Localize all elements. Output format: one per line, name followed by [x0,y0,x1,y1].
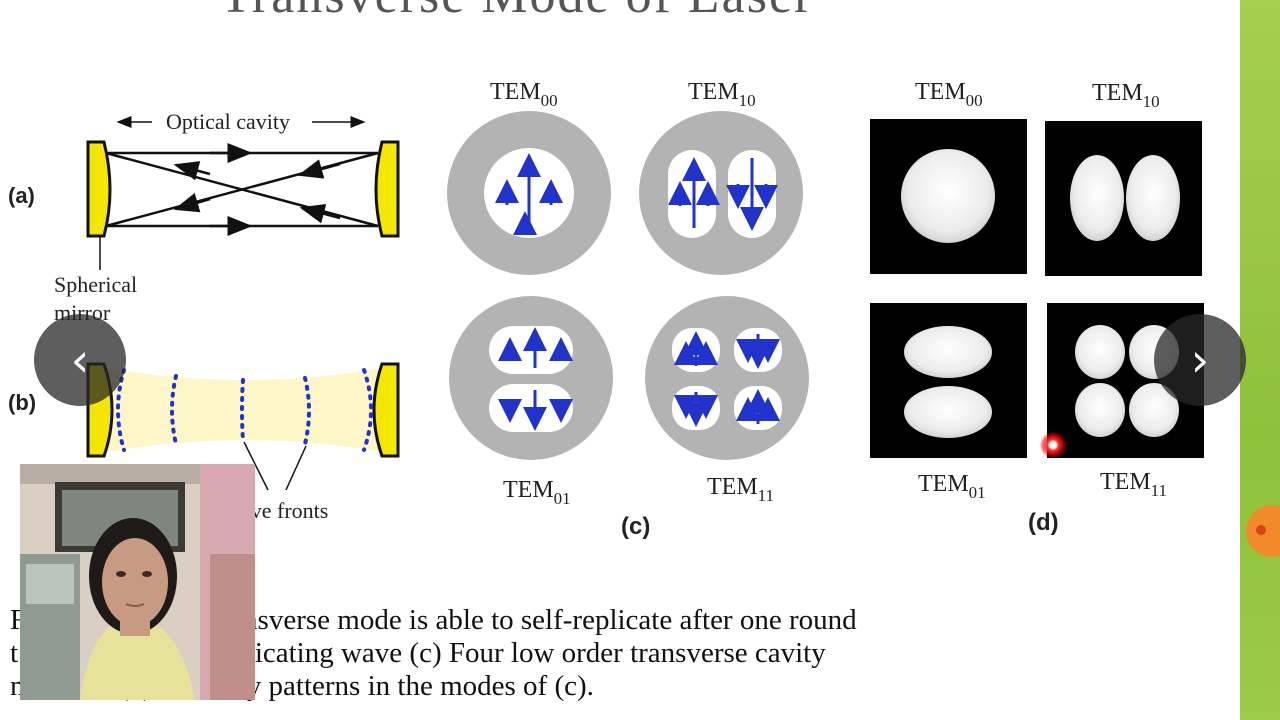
fig-b-wavefronts: (b) Wave fronts [8,362,400,523]
fig-d-mode-10-label: TEM10 [1092,80,1160,111]
presenter-video-frame [20,464,255,700]
ring-tem10 [639,111,803,275]
fig-c-field-modes: TEM00 TEM10 [447,79,809,540]
fig-d-intensity-patterns: TEM00 TEM10 TEM01 TEM11 (d) [870,79,1204,536]
fig-c-mode-01-label: TEM01 [503,477,571,508]
previous-slide-button[interactable]: ‹ [34,314,126,406]
fig-c-mode-00-label: TEM00 [490,79,558,110]
laser-pointer [1040,432,1066,458]
chevron-right-icon: › [1190,333,1210,387]
slide-title: Transverse Mode of Laser [220,0,813,25]
cavity-label: Optical cavity [166,109,290,134]
slide-theme-bar [1240,0,1280,720]
fig-c-panel-label: (c) [621,513,650,540]
ring-tem11 [645,296,809,460]
fig-d-mode-11-label: TEM11 [1100,469,1167,500]
fig-a-cavity: (a) Optical cavity Spherical mirror [8,109,400,325]
beam-profile [108,368,382,452]
fig-c-mode-10-label: TEM10 [688,79,756,110]
figure-diagram: (a) Optical cavity Spherical mirror (b) [8,79,1204,540]
fig-b-panel-label: (b) [8,390,36,415]
fig-d-mode-00-label: TEM00 [915,79,983,110]
fig-a-panel-label: (a) [8,183,35,208]
fig-d-mode-01-label: TEM01 [918,471,986,502]
presenter-webcam [20,464,255,700]
fig-c-mode-11-label: TEM11 [707,474,774,505]
theme-bullet-icon [1246,505,1280,557]
next-slide-button[interactable]: › [1154,314,1246,406]
chevron-left-icon: ‹ [70,333,90,387]
right-mirror-b [372,362,400,458]
left-mirror [86,140,112,238]
fig-d-panel-label: (d) [1028,509,1059,536]
mirror-label-1: Spherical [54,272,137,297]
ring-tem01 [449,296,613,460]
right-mirror [374,140,400,238]
